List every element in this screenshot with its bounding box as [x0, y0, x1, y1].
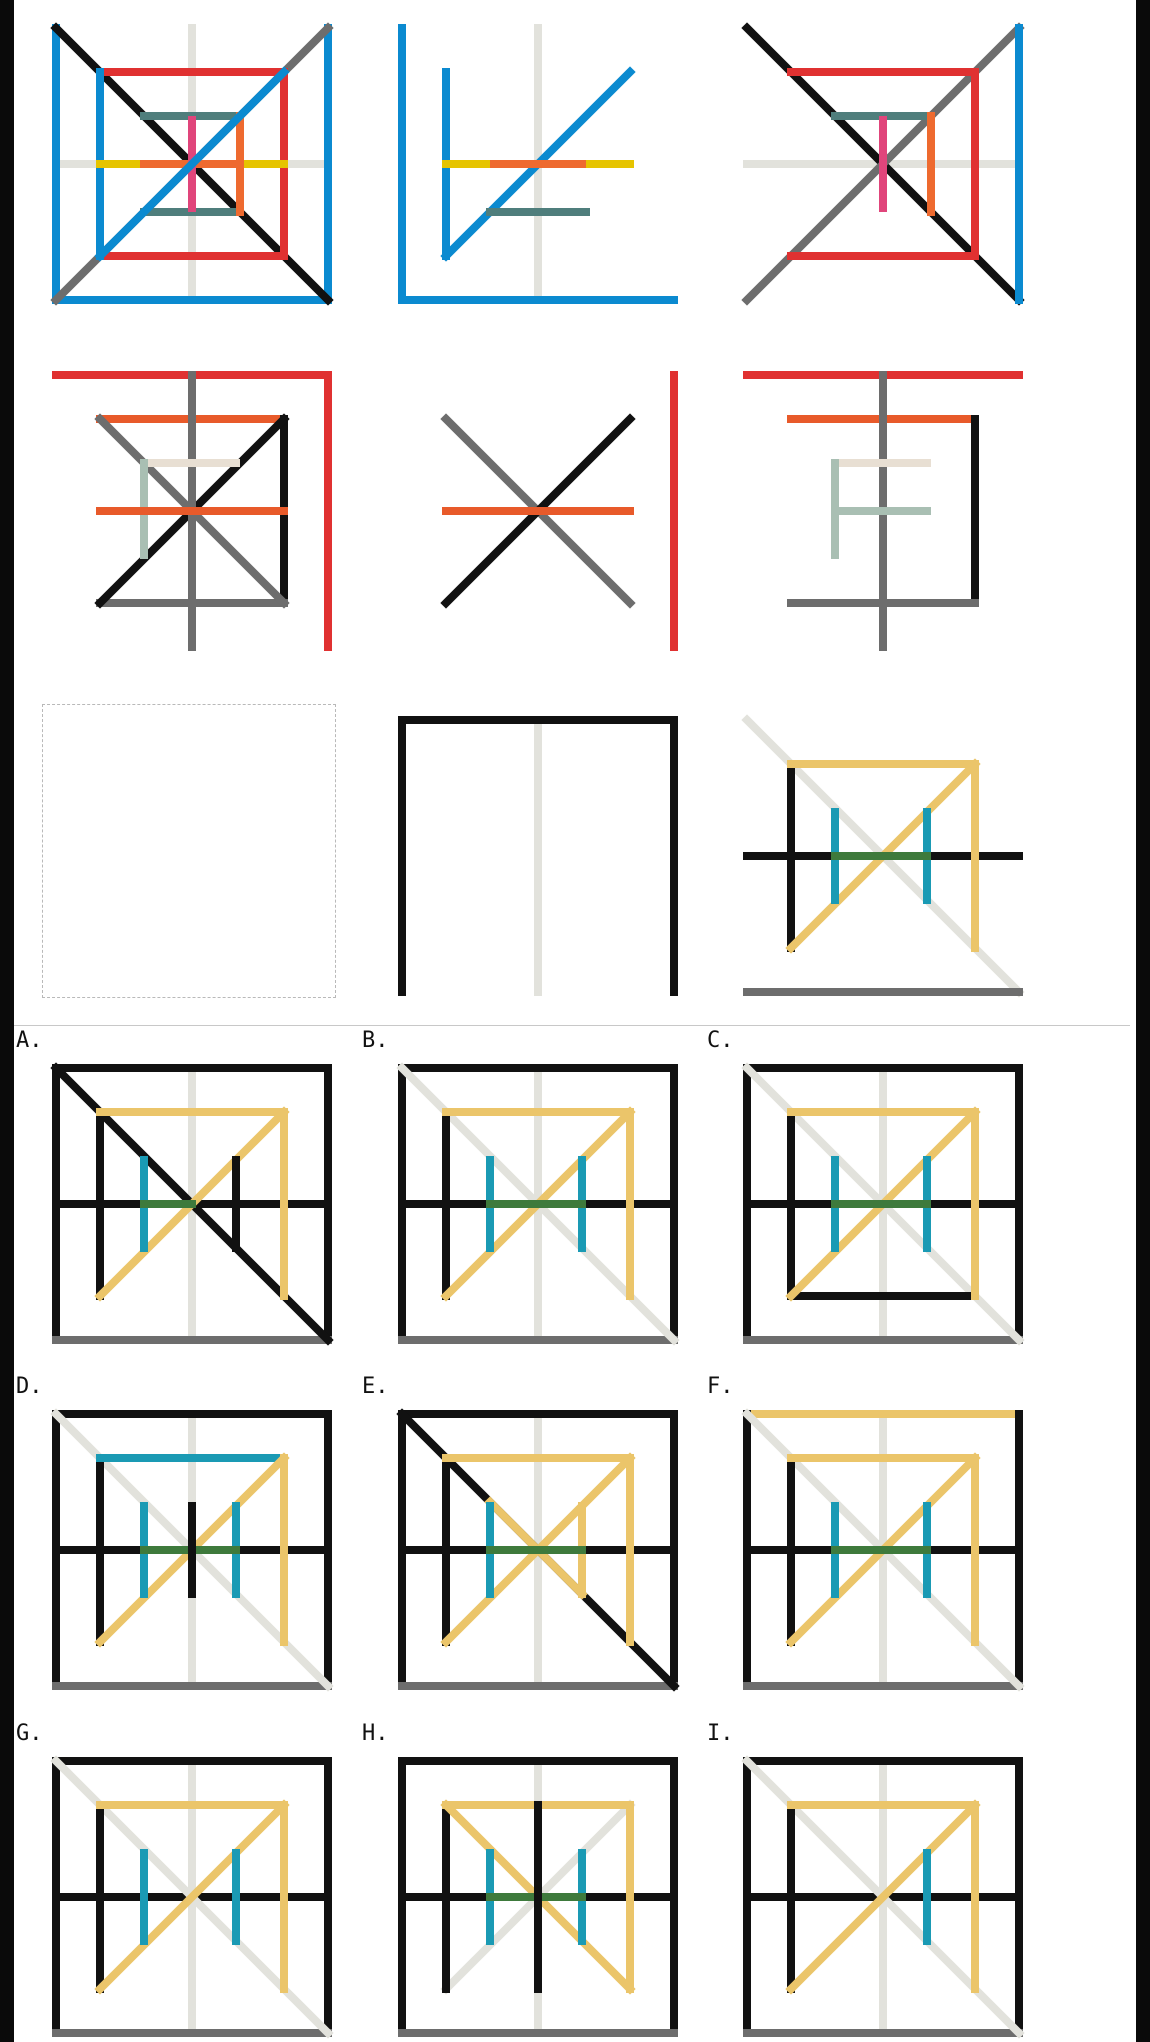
- answer-option-e[interactable]: [396, 1408, 680, 1692]
- option-label: E.: [362, 1374, 389, 1399]
- puzzle-cell-r3c2: [398, 716, 678, 996]
- missing-cell-placeholder: [42, 704, 336, 998]
- option-label: D.: [16, 1374, 43, 1399]
- section-divider: [14, 1025, 1130, 1026]
- puzzle-cell-r1c3: [741, 22, 1025, 306]
- option-label: C.: [707, 1028, 734, 1053]
- answer-option-i[interactable]: [741, 1755, 1025, 2039]
- puzzle-cell-r3c3: [741, 714, 1025, 998]
- answer-option-i-stroke-sand: [785, 1799, 981, 1995]
- answer-option-d[interactable]: [50, 1408, 334, 1692]
- puzzle-cell-r1c1-stroke-blue: [94, 66, 290, 262]
- answer-option-f[interactable]: [741, 1408, 1025, 1692]
- option-label: A.: [16, 1028, 43, 1053]
- puzzle-page: A. B. C. D. E. F. G. H. I.: [14, 0, 1136, 2042]
- puzzle-cell-r2c3: [743, 371, 1023, 651]
- option-label: H.: [362, 1721, 389, 1746]
- answer-option-a[interactable]: [50, 1062, 334, 1346]
- puzzle-cell-r1c1: [50, 22, 334, 306]
- option-label: G.: [16, 1721, 43, 1746]
- puzzle-cell-r2c2: [440, 371, 678, 651]
- puzzle-cell-r1c2: [398, 24, 678, 304]
- answer-option-h[interactable]: [396, 1755, 680, 2039]
- answer-option-g-stroke-sand: [94, 1799, 290, 1995]
- answer-option-b[interactable]: [396, 1062, 680, 1346]
- answer-option-g[interactable]: [50, 1755, 334, 2039]
- option-label: I.: [707, 1721, 734, 1746]
- option-label: B.: [362, 1028, 389, 1053]
- answer-option-c[interactable]: [741, 1062, 1025, 1346]
- puzzle-cell-r2c1: [52, 371, 332, 651]
- option-label: F.: [707, 1374, 734, 1399]
- puzzle-stage: A. B. C. D. E. F. G. H. I.: [14, 0, 1136, 2042]
